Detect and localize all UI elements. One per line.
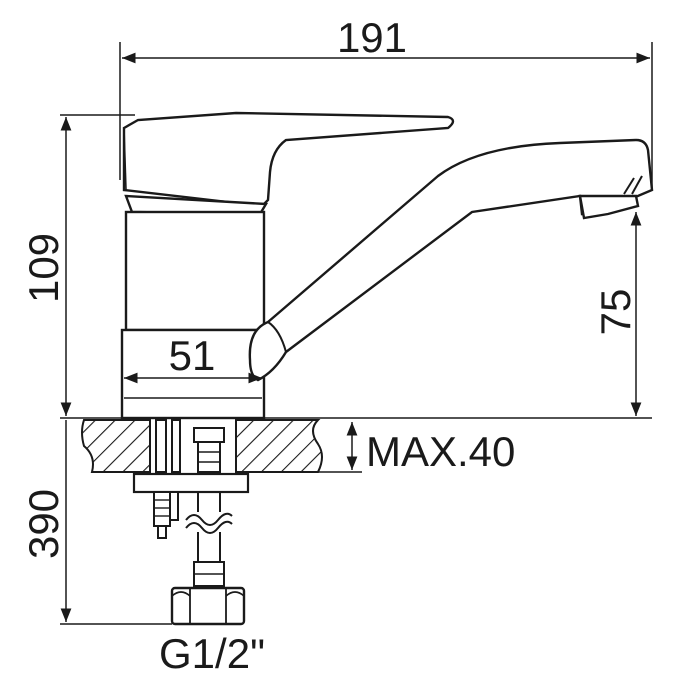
dimension-label-hose-length: 390 xyxy=(20,489,67,559)
mounting-plate xyxy=(132,472,250,494)
dimension-overall-length: 191 xyxy=(119,14,653,190)
dimension-label-body-diameter: 51 xyxy=(169,332,216,379)
dimension-label-max-deck-thickness: MAX.40 xyxy=(366,428,515,475)
dimension-spout-height: 75 xyxy=(592,212,642,416)
aerator xyxy=(578,194,640,220)
dimension-body-diameter: 51 xyxy=(124,332,262,384)
spout xyxy=(248,138,654,382)
connection-nut xyxy=(170,586,246,626)
dimension-max-deck-thickness: MAX.40 xyxy=(318,422,515,475)
dimension-label-overall-length: 191 xyxy=(337,14,407,61)
dimension-label-total-height: 109 xyxy=(20,233,67,303)
dimension-hose-length: 390 xyxy=(20,420,172,625)
lever-handle xyxy=(122,111,455,208)
mounting-hardware xyxy=(132,472,250,539)
countertop-section xyxy=(81,419,323,473)
hose-break-symbol xyxy=(185,512,233,526)
dimension-label-spout-height: 75 xyxy=(592,289,639,336)
cartridge-housing xyxy=(124,210,266,332)
connection-thread-label: G1/2" xyxy=(159,630,265,677)
countertop-left xyxy=(81,419,151,473)
dimension-total-height: 109 xyxy=(20,114,135,416)
countertop-right xyxy=(235,419,323,473)
flexible-hose xyxy=(185,492,233,587)
